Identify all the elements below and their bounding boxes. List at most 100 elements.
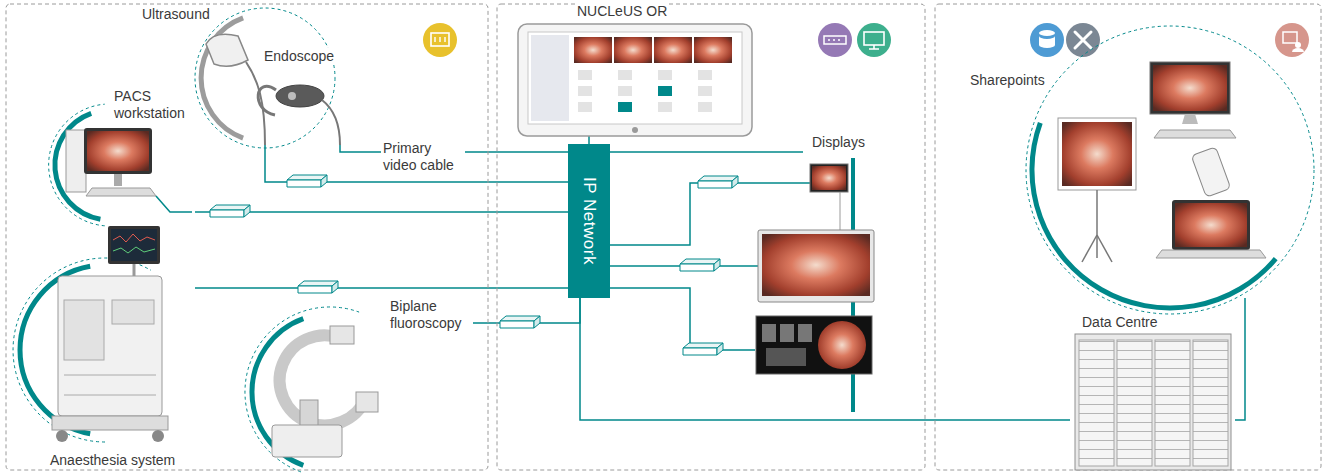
display-group: Displays	[755, 134, 880, 375]
viewer-devices	[1062, 122, 1132, 186]
endoscope	[258, 85, 340, 145]
endoscope	[276, 85, 324, 107]
nucleus-tablet	[578, 70, 592, 80]
viewer-devices	[1154, 130, 1236, 138]
endoscope	[288, 92, 296, 100]
conference-icon	[1292, 48, 1304, 52]
anaesthesia-system: Anaesthesia system	[10, 222, 195, 472]
anaesthesia-machine	[133, 264, 136, 276]
display-icon	[857, 23, 891, 57]
display-icon	[869, 45, 879, 49]
anaesthesia-machine	[64, 395, 156, 396]
nucleus-tablet	[698, 70, 712, 80]
viewer-devices	[1097, 235, 1112, 262]
viewer-devices	[1150, 62, 1230, 114]
converter-box	[683, 343, 723, 355]
viewer-devices	[1175, 203, 1247, 247]
nucleus-tablet	[518, 24, 752, 136]
pacs-computer	[66, 128, 192, 212]
network-icon	[431, 33, 449, 46]
converter-box	[500, 316, 540, 328]
nucleus-tablet	[698, 102, 712, 112]
c-arm	[280, 335, 366, 425]
anaesthesia-machine	[108, 226, 160, 264]
network-icon	[423, 23, 457, 57]
endoscope	[258, 86, 276, 115]
ultrasound-probe	[206, 34, 265, 145]
data-centre: Data Centre	[1070, 312, 1235, 472]
anaesthesia-machine	[112, 300, 154, 324]
converter-box	[698, 176, 738, 188]
nucleus-tablet: NUCLeUS OR	[515, 2, 755, 136]
display-monitor	[762, 234, 870, 296]
switch-icon	[824, 36, 846, 44]
device-label: PACS workstation	[112, 88, 195, 122]
ip-network-bar: IP Network	[568, 144, 610, 298]
anaesthesia-machine	[152, 430, 164, 442]
network-icon	[423, 23, 457, 57]
server-rack	[1075, 334, 1231, 470]
device-ring	[1026, 26, 1314, 314]
display-icon	[864, 32, 884, 45]
device-ring	[195, 8, 335, 148]
converter-box	[210, 205, 250, 217]
switch-icon	[818, 23, 852, 57]
tools-icon	[1066, 23, 1100, 57]
viewer-devices	[1096, 190, 1098, 258]
display-bus	[755, 151, 803, 153]
database-icon	[1030, 23, 1064, 57]
panel-frame	[6, 4, 488, 470]
c-arm	[272, 326, 378, 457]
nucleus-tablet	[614, 37, 652, 63]
display-monitor	[762, 324, 776, 342]
c-arm	[300, 400, 318, 428]
pacs-computer	[156, 196, 192, 212]
nucleus-tablet	[578, 102, 592, 112]
network-label: IP Network	[579, 175, 599, 267]
network-cable	[610, 288, 755, 350]
pacs-computer	[84, 128, 152, 174]
nucleus-tablet	[658, 102, 672, 112]
nucleus-tablet	[528, 32, 742, 124]
converter-box	[287, 175, 327, 187]
network-cable	[588, 136, 590, 144]
c-arm	[330, 326, 354, 344]
server-rack	[1079, 340, 1114, 466]
switch-icon	[828, 39, 840, 41]
imaging-device-group: UltrasoundEndoscope	[138, 4, 348, 145]
server-rack	[1155, 340, 1190, 466]
nucleus-tablet	[618, 86, 632, 96]
panel-frame	[497, 4, 925, 470]
nucleus-tablet	[698, 86, 712, 96]
device-label: Data Centre	[1080, 314, 1159, 331]
device-label: Displays	[810, 134, 867, 151]
device-ring	[1032, 123, 1276, 308]
conference-icon	[1283, 32, 1297, 43]
c-arm	[356, 392, 378, 412]
conference-icon	[1275, 23, 1309, 57]
display-monitor	[766, 348, 806, 366]
cable-label: Primary video cable	[381, 140, 465, 174]
anaesthesia-machine	[111, 229, 157, 261]
display-monitor	[756, 316, 872, 374]
pacs-computer	[86, 188, 156, 196]
c-arm	[272, 425, 342, 457]
display-monitor	[810, 164, 848, 192]
display-bus	[755, 182, 810, 184]
server-rack	[1075, 334, 1231, 470]
display-monitor	[812, 166, 846, 190]
nucleus-tablet	[618, 70, 632, 80]
endoscope	[322, 100, 340, 145]
server-rack	[1193, 340, 1228, 466]
anaesthesia-machine	[113, 247, 155, 253]
pacs-computer	[66, 130, 86, 192]
database-icon	[1039, 36, 1055, 48]
display-monitor	[798, 324, 812, 342]
anaesthesia-machine	[113, 234, 155, 242]
device-ring	[245, 307, 359, 472]
nucleus-tablet	[531, 35, 569, 121]
converter-box	[210, 175, 738, 355]
